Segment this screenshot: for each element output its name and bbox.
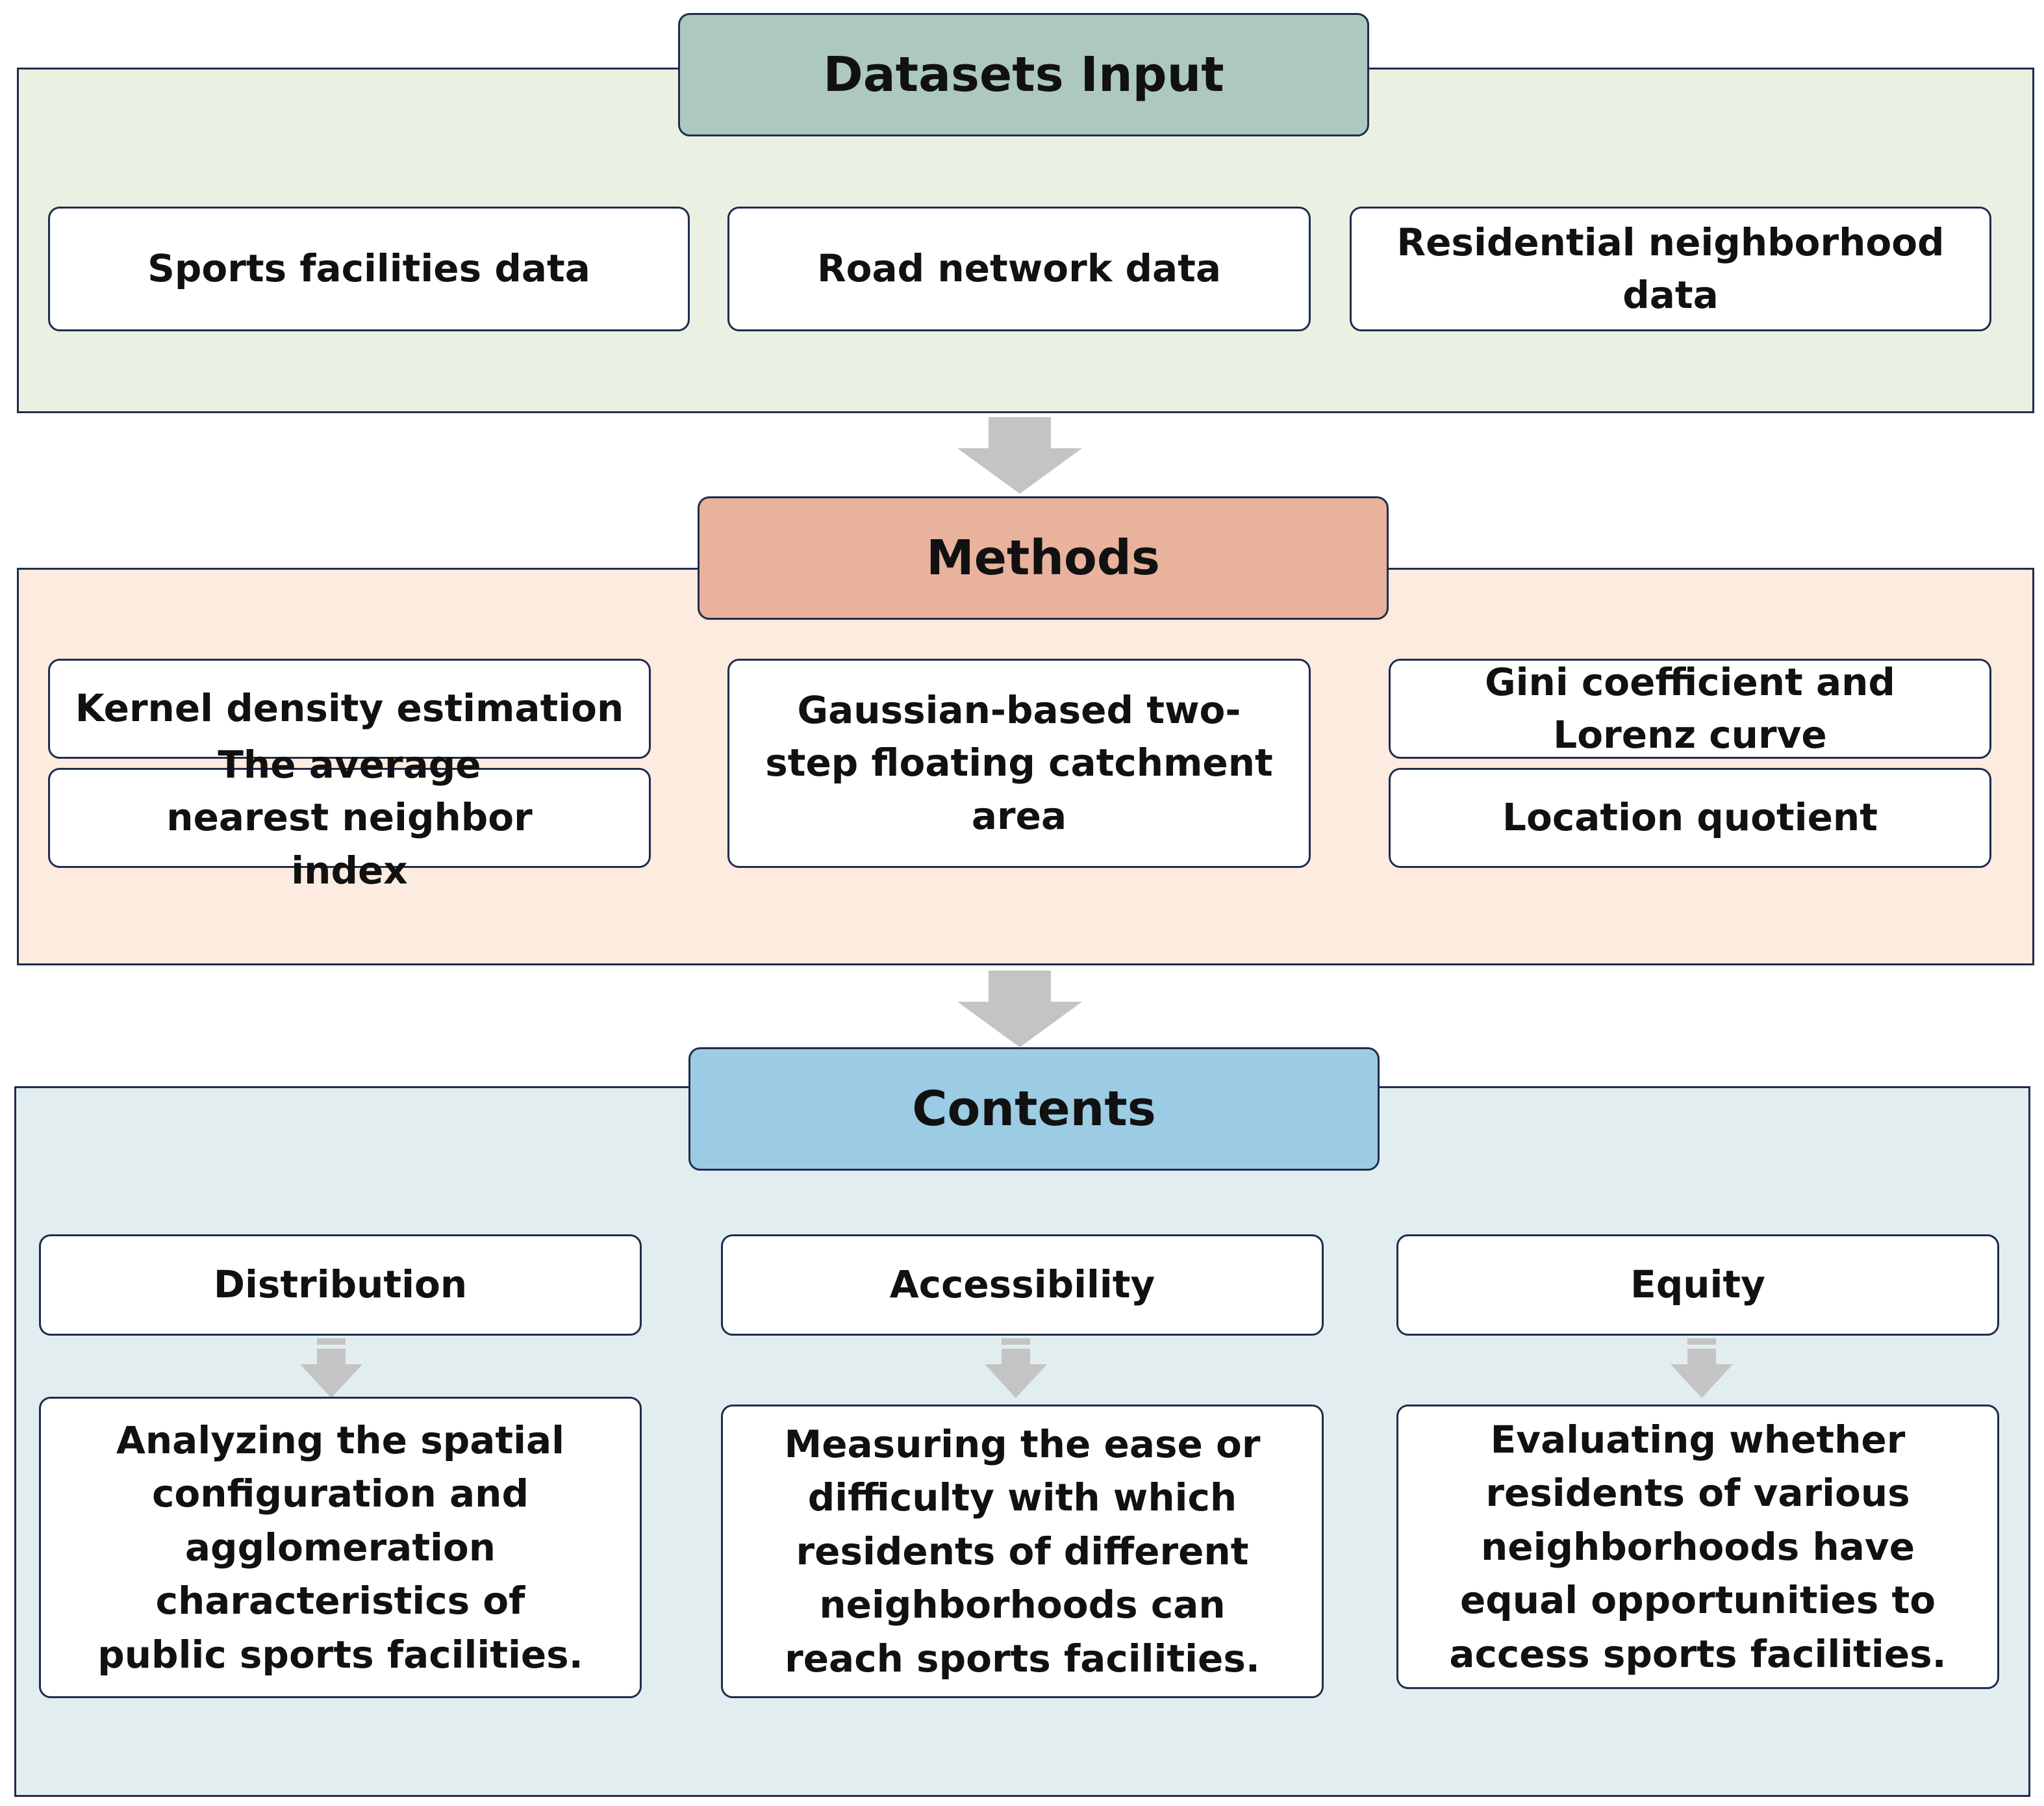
method-gaussian-2sfca: Gaussian-based two-step floating catchme… [727,659,1311,868]
arrow-stripe [1687,1338,1716,1345]
arrow-shape [300,1349,362,1398]
arrow-methods-to-contents [957,971,1082,1047]
arrow-equity-down [1671,1338,1733,1398]
content-equity: Equity [1396,1234,1999,1336]
content-distribution: Distribution [39,1234,642,1336]
dataset-sports-facilities: Sports facilities data [48,207,690,331]
arrow-shape [1671,1349,1733,1398]
method-gini-lorenz: Gini coefficient and Lorenz curve [1389,659,1991,759]
methods-header: Methods [698,496,1389,620]
method-location-quotient: Location quotient [1389,768,1991,868]
description-distribution: Analyzing the spatial configuration and … [39,1397,642,1698]
description-equity: Evaluating whether residents of various … [1396,1405,1999,1689]
arrow-shape [985,1349,1047,1398]
arrow-stripe [1002,1338,1030,1345]
method-kernel-density: Kernel density estimation [48,659,651,759]
arrow-distribution-down [300,1338,362,1398]
method-average-nearest-neighbor: The average nearest neighbor index [48,743,651,893]
arrow-shape [957,417,1082,494]
arrow-datasets-to-methods [957,417,1082,494]
dataset-road-network: Road network data [727,207,1311,331]
description-accessibility: Measuring the ease or difficulty with wh… [721,1405,1324,1698]
dataset-residential-neighborhood: Residential neighborhood data [1350,207,1991,331]
datasets-header: Datasets Input [678,13,1369,136]
contents-header: Contents [688,1047,1380,1171]
content-accessibility: Accessibility [721,1234,1324,1336]
arrow-stripe [317,1338,346,1345]
arrow-accessibility-down [985,1338,1047,1398]
arrow-shape [957,971,1082,1047]
